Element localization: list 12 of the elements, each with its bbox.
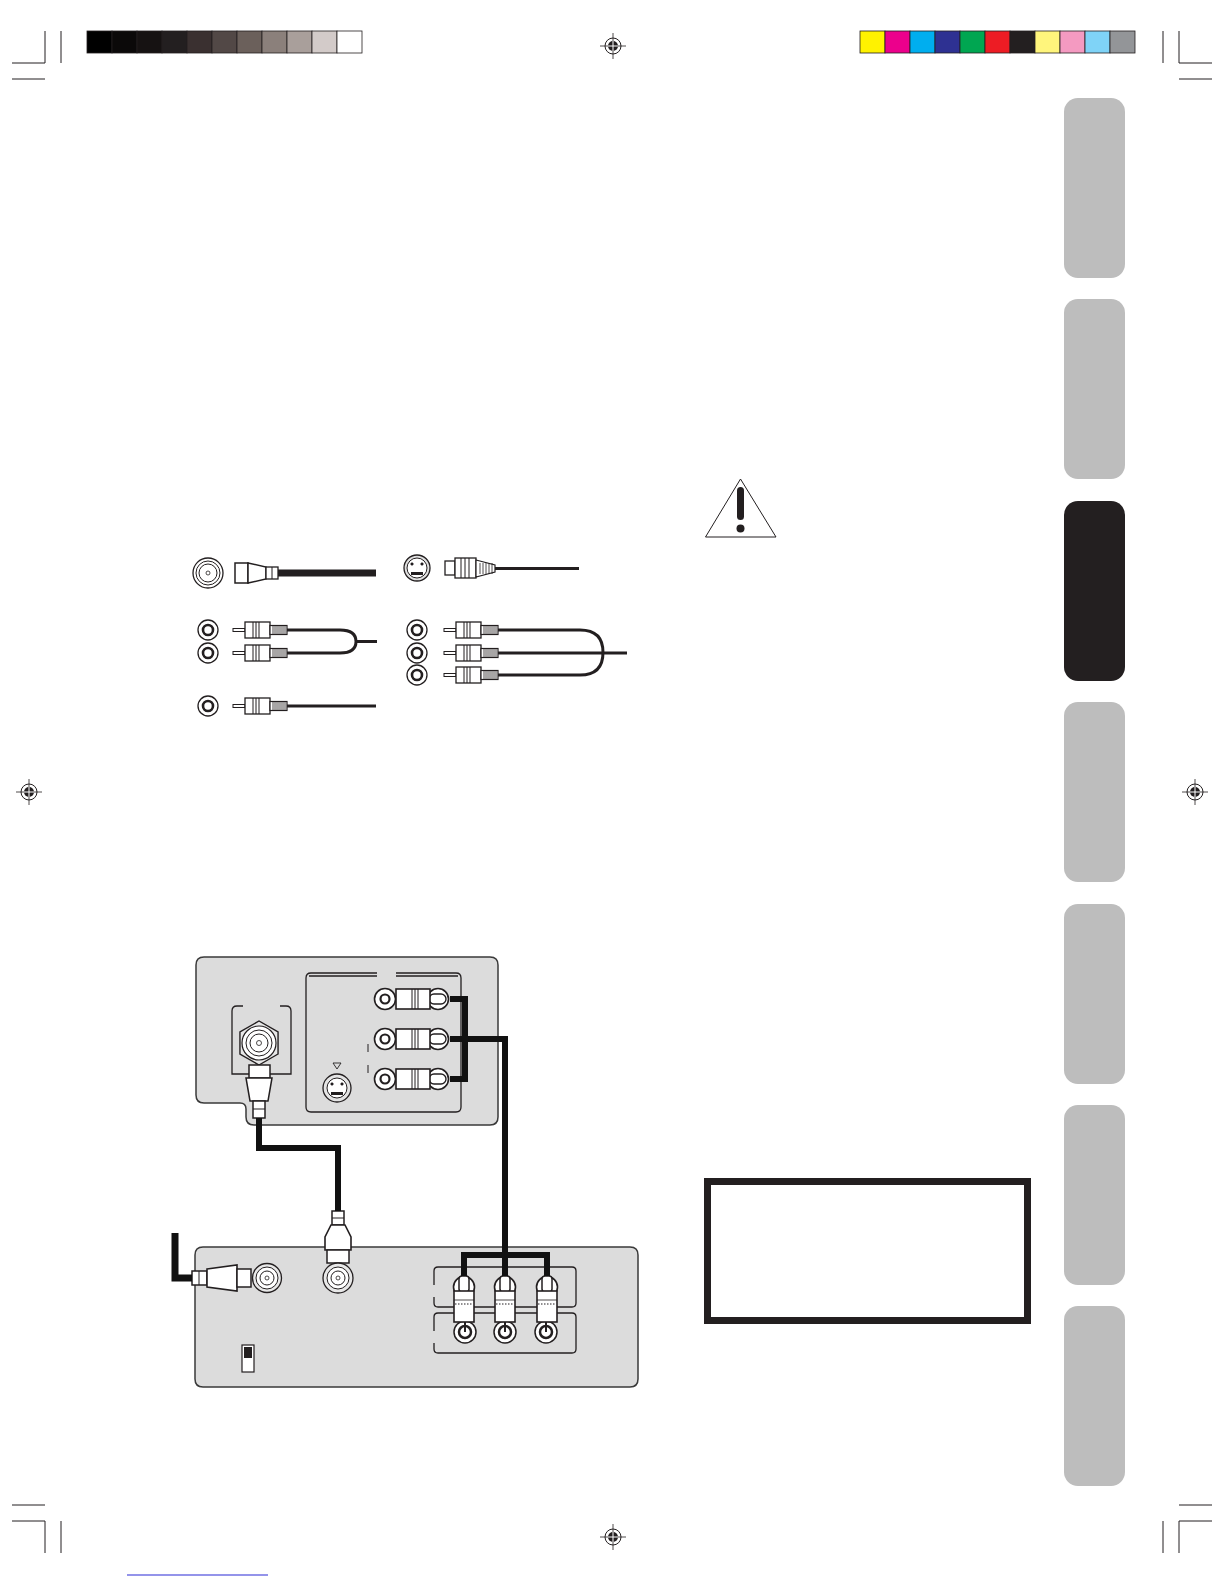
coaxial-connector [192,1263,282,1293]
rca-connector [374,1027,450,1051]
rca-connector [374,987,450,1011]
rca-connector [452,1276,476,1323]
cable [256,1118,341,1211]
back-panel [196,957,498,1125]
coaxial-connector [323,1211,353,1294]
rca-connector [374,1067,450,1091]
rca-connector [535,1276,559,1323]
coaxial-connector [236,1021,282,1118]
cable [450,1036,550,1276]
rca-connector [493,1276,517,1323]
